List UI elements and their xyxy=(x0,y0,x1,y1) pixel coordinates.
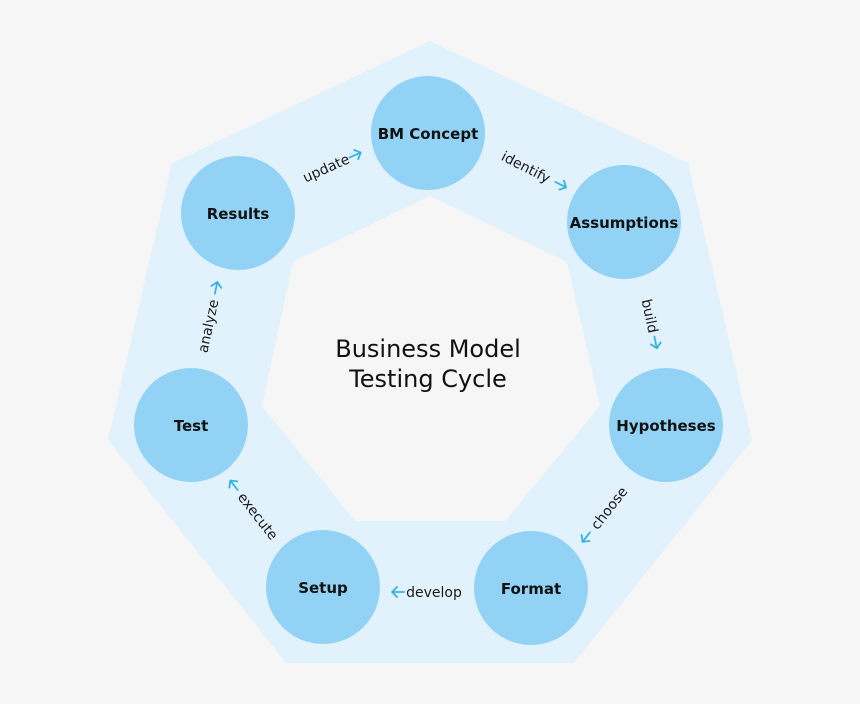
svg-text:Results: Results xyxy=(207,205,270,223)
node-results[interactable]: Results xyxy=(181,156,295,270)
node-setup[interactable]: Setup xyxy=(266,530,380,644)
svg-text:Format: Format xyxy=(501,580,561,598)
svg-text:BM Concept: BM Concept xyxy=(378,125,479,143)
arrow-left-icon xyxy=(391,586,405,598)
arrow-left-icon xyxy=(580,531,591,543)
svg-text:build: build xyxy=(638,298,661,335)
arrow-right-icon xyxy=(210,281,223,295)
svg-text:Setup: Setup xyxy=(298,579,348,597)
svg-text:develop: develop xyxy=(406,585,462,601)
arrow-right-icon xyxy=(348,149,362,161)
title-line-1: Business Model xyxy=(335,335,521,363)
svg-text:Assumptions: Assumptions xyxy=(570,214,679,232)
node-format[interactable]: Format xyxy=(474,531,588,645)
node-assumptions[interactable]: Assumptions xyxy=(567,165,681,279)
node-hypotheses[interactable]: Hypotheses xyxy=(609,368,723,482)
arrow-left-icon xyxy=(228,479,239,491)
arrow-right-icon xyxy=(554,179,567,191)
title-line-2: Testing Cycle xyxy=(348,365,507,393)
node-test[interactable]: Test xyxy=(134,368,248,482)
edge-build: build xyxy=(638,298,662,350)
arrow-right-icon xyxy=(650,335,662,350)
svg-text:Test: Test xyxy=(174,417,209,435)
center-title: Business Model Testing Cycle xyxy=(335,335,521,393)
edge-develop: develop xyxy=(391,585,462,601)
node-bm-concept[interactable]: BM Concept xyxy=(371,76,485,190)
svg-text:Hypotheses: Hypotheses xyxy=(616,417,715,435)
